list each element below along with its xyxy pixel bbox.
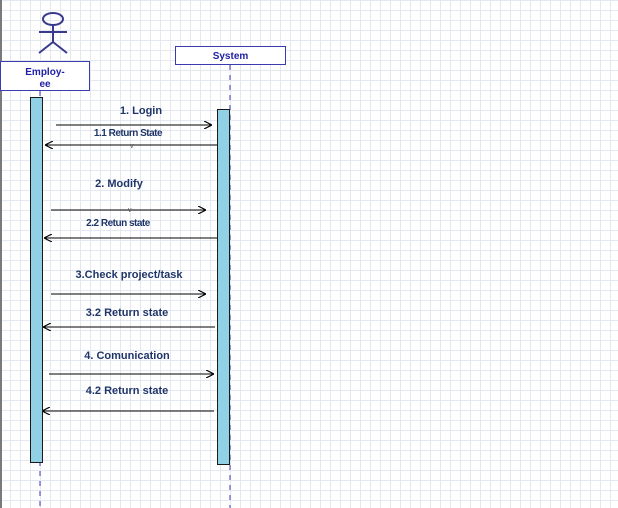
message-label-check-project: 3.Check project/task (75, 269, 183, 281)
tick-mark: v (128, 207, 132, 214)
message-label-return-1-1: 1.1 Return State (93, 128, 163, 139)
message-label-comunication: 4. Comunication (84, 350, 170, 362)
message-label-return-4-2: 4.2 Return state (85, 385, 169, 397)
message-label-modify: 2. Modify (95, 178, 143, 190)
left-border (0, 0, 2, 508)
actor-label-box: Employ-ee (0, 61, 90, 91)
actor-label: Employ-ee (25, 67, 65, 90)
system-label-box: System (175, 46, 286, 65)
system-activation-bar (217, 109, 230, 465)
tick-mark: v (130, 143, 134, 150)
system-label: System (212, 51, 249, 62)
message-label-return-3-2: 3.2 Return state (85, 307, 169, 319)
actor-stick-figure-icon (38, 12, 68, 54)
message-label-login: 1. Login (119, 105, 163, 117)
message-label-return-2-2: 2.2 Retun state (86, 218, 150, 229)
employee-activation-bar (30, 97, 43, 463)
